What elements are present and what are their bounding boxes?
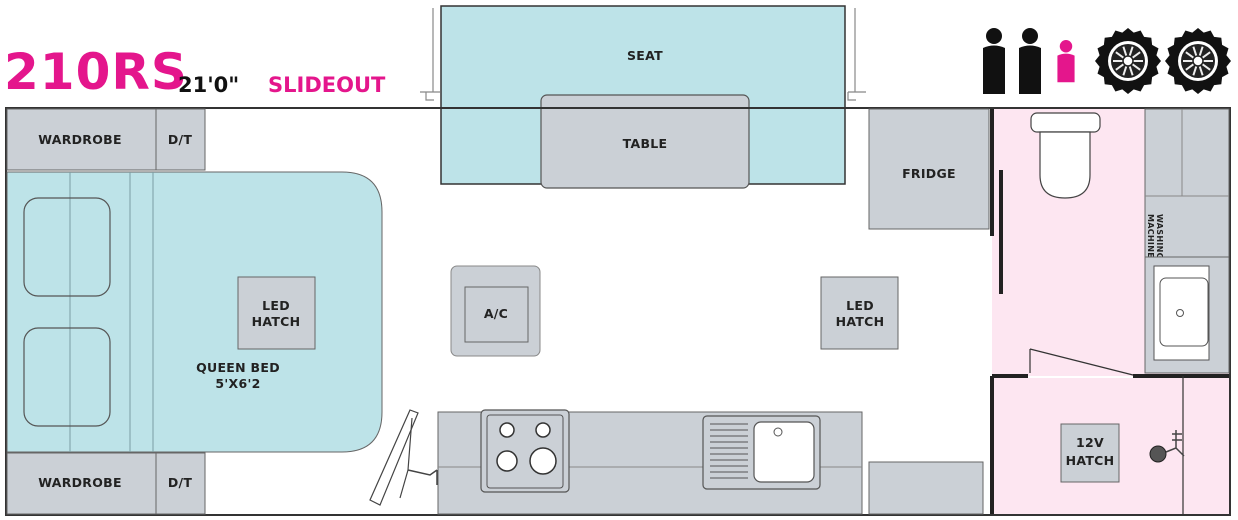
pillow-bottom	[23, 327, 111, 427]
washing-machine-label-2: MACHINE	[1146, 214, 1155, 258]
table-label: TABLE	[623, 136, 668, 151]
hatch-12v	[1060, 423, 1120, 483]
adult-person-icon	[983, 28, 1005, 94]
dt-bottom	[155, 452, 206, 515]
burner-icon	[535, 422, 551, 438]
queen-bed-size: 5'X6'2	[215, 376, 260, 391]
pillow-top	[23, 197, 111, 297]
toilet-cistern	[1030, 112, 1101, 133]
dt-top	[155, 108, 206, 171]
van-length: 21'0"	[178, 73, 240, 97]
washing-machine	[1144, 108, 1230, 268]
wardrobe-top-label: WARDROBE	[38, 132, 122, 147]
queen-bed	[6, 171, 383, 453]
led-hatch-kitchen	[820, 276, 899, 350]
child-person-icon	[1057, 40, 1075, 83]
hatch-12v-label-1: 12V	[1076, 435, 1104, 450]
dt-top-label: D/T	[168, 132, 193, 147]
led-hatch-kitchen-label-1: LED	[846, 298, 874, 313]
led-hatch-kitchen-label-2: HATCH	[836, 314, 885, 329]
queen-bed-label: QUEEN BED	[196, 360, 280, 375]
toilet-bowl	[1039, 131, 1091, 199]
adult-person-icon	[1019, 28, 1041, 94]
wardrobe-top	[6, 108, 157, 171]
model-name: 210RS	[4, 43, 188, 101]
bedroom: WARDROBE D/T WARDROBE D/T LED HATCH QUEE…	[6, 108, 383, 515]
wardrobe-bottom-label: WARDROBE	[38, 475, 122, 490]
wardrobe-bottom	[6, 452, 157, 515]
tyre-icon	[1165, 28, 1231, 94]
slideout: SEAT TABLE	[420, 5, 866, 189]
fridge	[868, 108, 990, 230]
led-hatch-bed-label-2: HATCH	[252, 314, 301, 329]
entry-door	[369, 409, 438, 506]
slide-bracket-left	[420, 8, 440, 101]
van-body	[5, 107, 1231, 516]
ensuite: WASHING MACHINE 12V HATCH	[990, 108, 1230, 514]
pantry	[868, 461, 984, 515]
bathroom-door	[1029, 348, 1134, 376]
fridge-label: FRIDGE	[902, 166, 956, 181]
slide-bracket-right	[847, 8, 866, 101]
capacity-icons	[983, 28, 1231, 94]
burner-icon	[529, 447, 557, 475]
shower-icon	[1149, 430, 1185, 463]
dt-bottom-label: D/T	[168, 475, 193, 490]
cooktop	[480, 409, 570, 493]
tyre-icon	[1095, 28, 1161, 94]
hatch-12v-label-2: HATCH	[1066, 453, 1115, 468]
led-hatch-bed	[237, 276, 316, 350]
table	[540, 94, 750, 189]
kitchen	[437, 409, 984, 515]
layout-type: SLIDEOUT	[268, 73, 386, 97]
ac-unit	[450, 265, 541, 357]
led-hatch-bed-label-1: LED	[262, 298, 290, 313]
burner-icon	[496, 450, 518, 472]
washing-machine-label-1: WASHING	[1155, 214, 1164, 259]
seat-label: SEAT	[627, 48, 663, 63]
burner-icon	[499, 422, 515, 438]
ac-label: A/C	[484, 306, 508, 321]
